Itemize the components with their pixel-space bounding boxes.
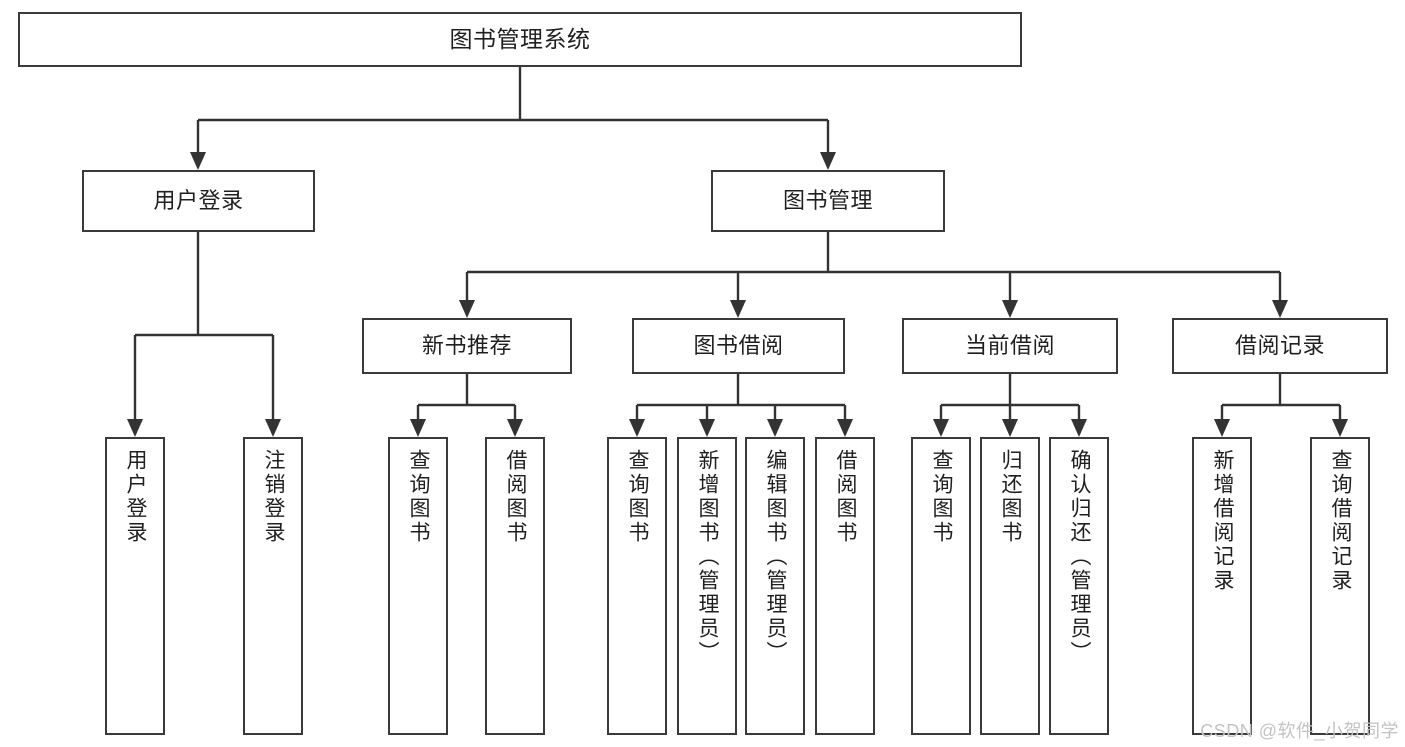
leaf-query-book-2-label: 查询图书 xyxy=(626,449,650,545)
leaf-query-book-3[interactable]: 查询图书 xyxy=(911,437,971,735)
node-book-borrow[interactable]: 图书借阅 xyxy=(632,318,845,374)
leaf-logout[interactable]: 注销登录 xyxy=(243,437,303,735)
leaf-query-record[interactable]: 查询借阅记录 xyxy=(1310,437,1370,735)
leaf-borrow-book-1-label: 借阅图书 xyxy=(504,449,528,545)
connector-newbook-to-leaves xyxy=(410,374,523,437)
node-book-management-label: 图书管理 xyxy=(782,188,873,214)
leaf-borrow-book-1[interactable]: 借阅图书 xyxy=(485,437,545,735)
connector-userlogin-to-leaves xyxy=(127,232,281,437)
node-current-borrow-label: 当前借阅 xyxy=(964,333,1055,359)
leaf-confirm-return[interactable]: 确认归还（管理员） xyxy=(1049,437,1109,735)
leaf-logout-label: 注销登录 xyxy=(262,449,286,545)
node-new-book-recommend[interactable]: 新书推荐 xyxy=(362,318,572,374)
connector-currentborrow-to-leaves xyxy=(933,374,1087,437)
node-current-borrow[interactable]: 当前借阅 xyxy=(902,318,1118,374)
node-borrow-record[interactable]: 借阅记录 xyxy=(1172,318,1388,374)
node-root-label: 图书管理系统 xyxy=(449,25,591,52)
leaf-borrow-book-2-label: 借阅图书 xyxy=(834,449,858,545)
leaf-user-login[interactable]: 用户登录 xyxy=(105,437,165,735)
node-user-login-label: 用户登录 xyxy=(153,188,244,214)
connector-bookmgmt-to-level3 xyxy=(459,232,1288,318)
node-root[interactable]: 图书管理系统 xyxy=(18,12,1022,67)
leaf-query-book-1-label: 查询图书 xyxy=(407,449,431,545)
leaf-query-book-1[interactable]: 查询图书 xyxy=(388,437,448,735)
leaf-add-book[interactable]: 新增图书（管理员） xyxy=(677,437,737,735)
node-book-borrow-label: 图书借阅 xyxy=(693,333,784,359)
connector-root-to-level2 xyxy=(190,67,836,170)
leaf-query-book-2[interactable]: 查询图书 xyxy=(607,437,667,735)
csdn-watermark: CSDN @软件_小贺同学 xyxy=(1200,721,1399,741)
leaf-borrow-book-2[interactable]: 借阅图书 xyxy=(815,437,875,735)
leaf-return-book[interactable]: 归还图书 xyxy=(980,437,1040,735)
leaf-add-book-label: 新增图书（管理员） xyxy=(696,449,720,665)
node-user-login[interactable]: 用户登录 xyxy=(82,170,315,232)
node-new-book-recommend-label: 新书推荐 xyxy=(421,333,512,359)
node-borrow-record-label: 借阅记录 xyxy=(1234,333,1325,359)
leaf-user-login-label: 用户登录 xyxy=(124,449,148,545)
leaf-edit-book[interactable]: 编辑图书（管理员） xyxy=(745,437,805,735)
leaf-add-record[interactable]: 新增借阅记录 xyxy=(1192,437,1252,735)
node-book-management[interactable]: 图书管理 xyxy=(711,170,945,232)
connector-bookborrow-to-leaves xyxy=(629,374,853,437)
leaf-return-book-label: 归还图书 xyxy=(999,449,1023,545)
leaf-confirm-return-label: 确认归还（管理员） xyxy=(1068,449,1092,665)
leaf-query-record-label: 查询借阅记录 xyxy=(1329,449,1353,593)
leaf-query-book-3-label: 查询图书 xyxy=(930,449,954,545)
leaf-edit-book-label: 编辑图书（管理员） xyxy=(764,449,788,665)
connector-borrowrecord-to-leaves xyxy=(1214,374,1348,437)
leaf-add-record-label: 新增借阅记录 xyxy=(1211,449,1235,593)
